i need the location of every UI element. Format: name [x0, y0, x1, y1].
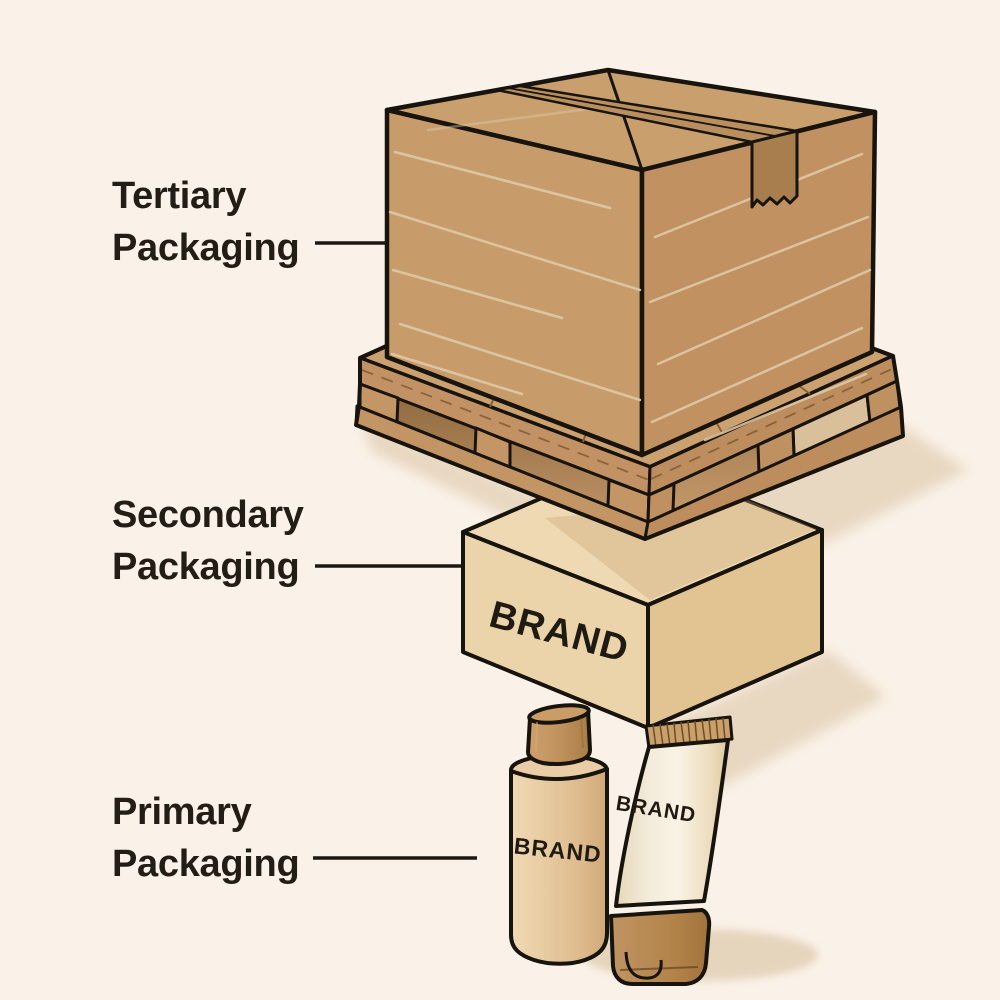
leader-lines [313, 241, 477, 860]
pallet-board-gap [361, 369, 650, 481]
bottle-cap-highlight [535, 721, 538, 753]
box-flap-seam [606, 69, 644, 171]
label-secondary-line1: Secondary [112, 494, 304, 536]
tube-cap-lip [619, 966, 699, 971]
tube-body [614, 738, 730, 908]
label-secondary-line2: Packaging [112, 546, 300, 588]
label-primary-line2: Packaging [112, 843, 300, 885]
label-primary: Primary Packaging [112, 786, 300, 890]
bottle-body [509, 767, 609, 966]
label-tertiary: Tertiary Packaging [112, 170, 300, 274]
tube-cap [609, 908, 712, 986]
bottle-cap-shade [580, 717, 584, 749]
tertiary-box [384, 67, 878, 458]
label-secondary: Secondary Packaging [112, 489, 304, 593]
tube-crimp-ribs [652, 717, 726, 748]
tape-flap [750, 129, 799, 209]
pallet-board-gap [650, 367, 895, 480]
label-primary-line1: Primary [112, 791, 252, 833]
cardboard-streaks [388, 107, 872, 442]
bottle: BRAND [509, 703, 609, 966]
bottle-cap-top [527, 703, 591, 725]
secondary-box-right-face [646, 528, 824, 730]
label-tertiary-line2: Packaging [112, 227, 300, 269]
label-tertiary-line1: Tertiary [112, 175, 247, 217]
tube: BRAND [609, 715, 734, 986]
tape-strip-seam [507, 87, 776, 137]
tube-cap-flip-notch [624, 951, 663, 980]
